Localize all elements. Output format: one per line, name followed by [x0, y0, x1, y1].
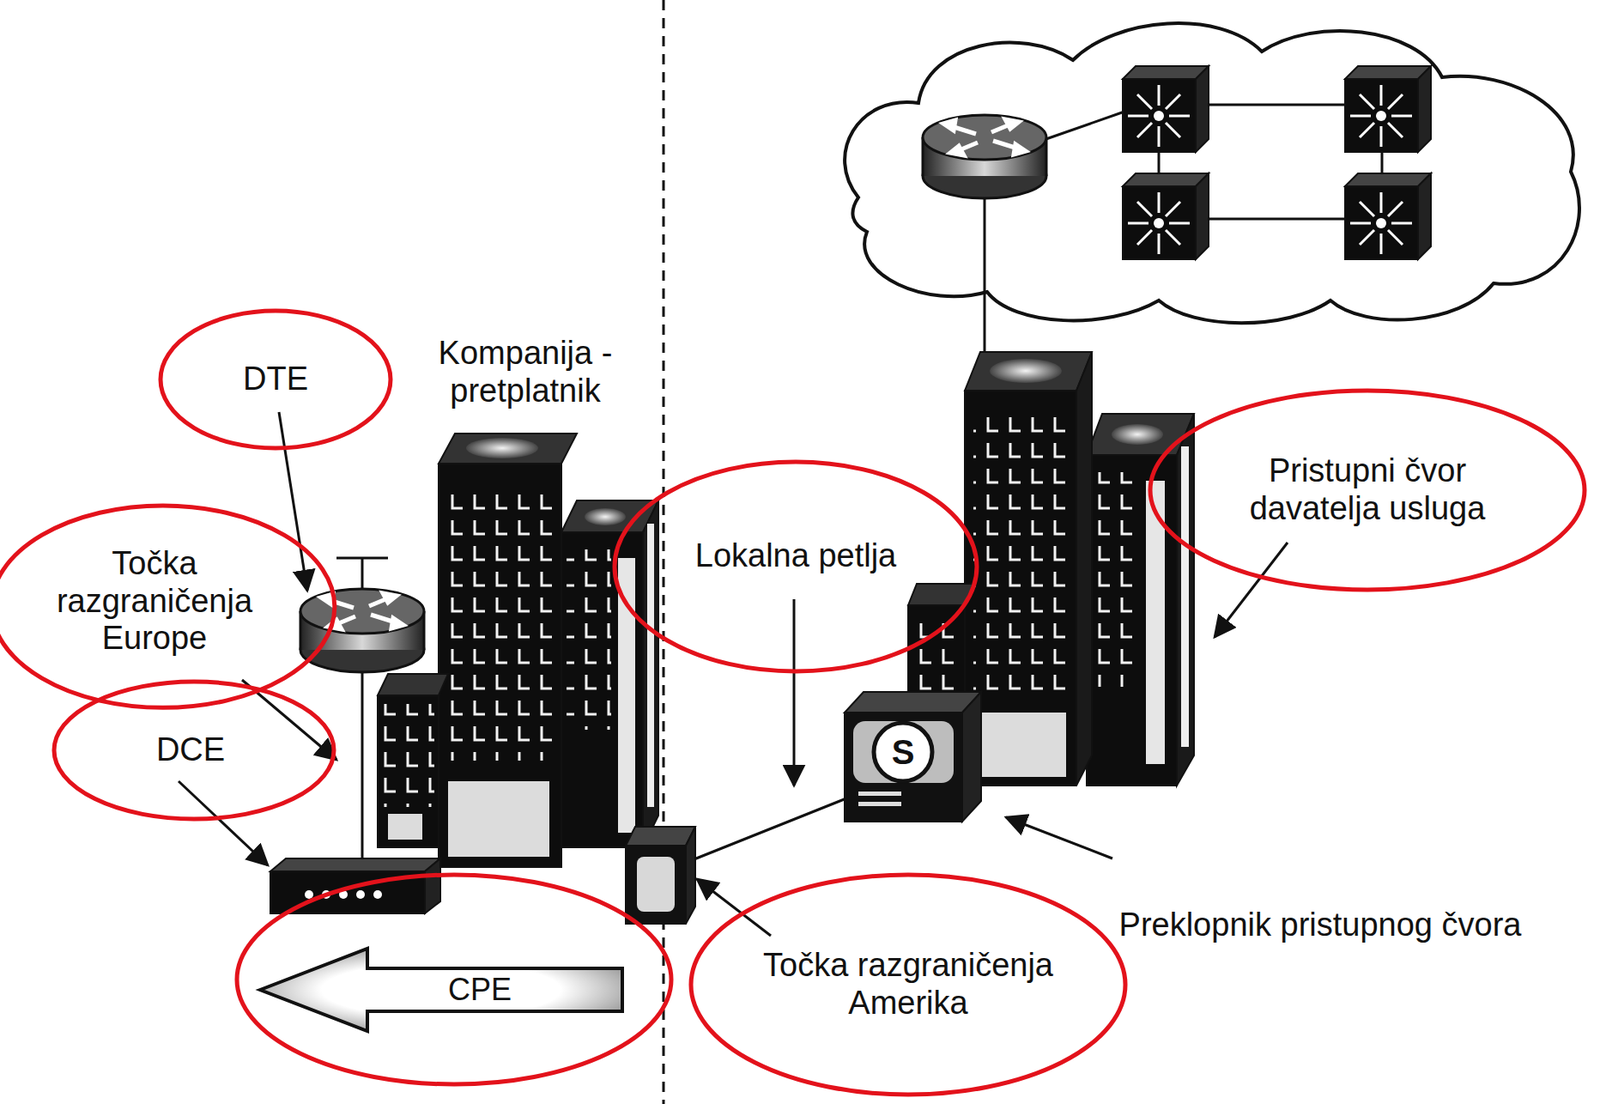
callout-text: DTE: [242, 360, 309, 399]
leader-arrows: [178, 412, 1288, 936]
cloud-router: [922, 115, 1047, 199]
part-label: Preklopnik pristupnog čvora: [1119, 906, 1522, 945]
callout-ellipse: Točka razgraničenja Europe: [0, 503, 338, 710]
callout-ellipse: DCE: [51, 678, 337, 822]
callout-ellipse: Pristupni čvor davatelja usluga: [1147, 387, 1588, 593]
red-ellipse: [690, 874, 1126, 1095]
multilayer-switch: [1345, 173, 1431, 260]
callout-text: Pristupni čvor davatelja usluga: [1212, 452, 1522, 528]
red-ellipse: [1150, 390, 1585, 590]
dte-router: [300, 557, 425, 861]
red-ellipse: [614, 461, 977, 672]
cpe-arrow: [260, 948, 623, 1031]
part-label: Kompanija - pretplatnik: [412, 334, 640, 410]
callout-text: DCE: [156, 731, 225, 770]
division-line: [662, 0, 666, 1104]
callout-text: Lokalna petlja: [695, 537, 897, 576]
access-switch: [844, 691, 982, 822]
red-ellipse: [54, 681, 334, 819]
red-ellipse: [236, 874, 672, 1085]
callout-text: Točka razgraničenja Europe: [36, 545, 273, 658]
callout-ellipse: CPE: [234, 872, 674, 1087]
callout-ellipse: Lokalna petlja: [612, 459, 980, 674]
callout-text: Točka razgraničenja Amerika: [726, 946, 1091, 1022]
callout-ellipse: DTE: [157, 308, 394, 451]
callout-ellipse: Točka razgraničenja Amerika: [688, 872, 1128, 1097]
red-ellipse: [0, 505, 335, 708]
multilayer-switch: [1122, 66, 1209, 152]
multilayer-switch: [1122, 173, 1209, 260]
local-loop-wire: [691, 798, 847, 861]
provider-cloud: [844, 23, 1580, 323]
csu-box: [625, 826, 696, 924]
switch-symbol-letter: S: [891, 732, 916, 772]
multilayer-switch: [1345, 66, 1431, 152]
callout-text: CPE: [448, 971, 512, 1007]
red-ellipse: [160, 310, 391, 449]
